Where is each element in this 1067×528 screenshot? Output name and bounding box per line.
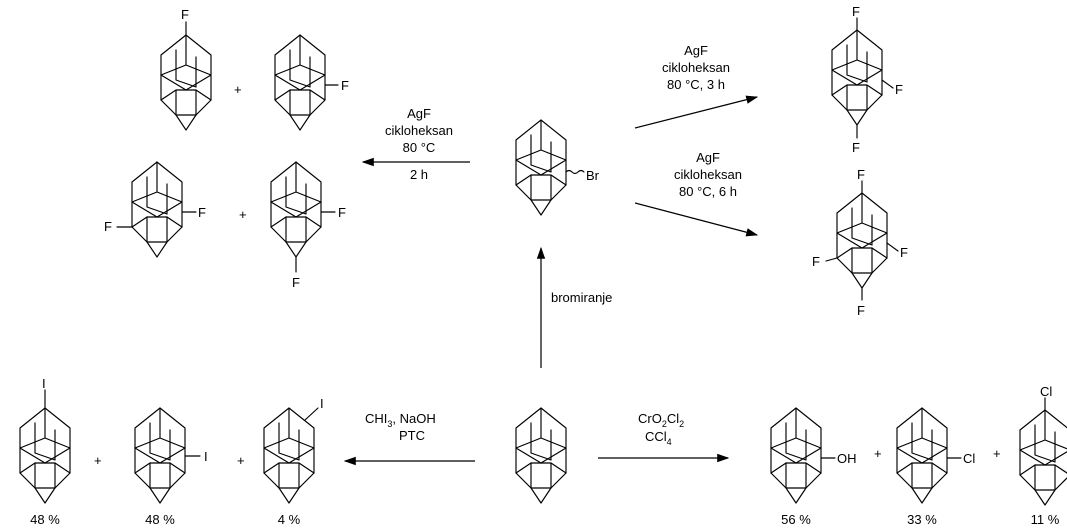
fluorine-label: F (181, 7, 189, 22)
reagent-label: AgF (684, 43, 708, 58)
fluorine-label: F (338, 205, 346, 220)
product-chloro-2: Cl 11 % (1019, 384, 1067, 527)
arrow-bromination: bromiranje (536, 246, 612, 368)
plus-sign: + (874, 446, 882, 461)
fluorine-label: F (852, 4, 860, 19)
yield-label: 4 % (278, 512, 301, 527)
bromodiamantane: Br (515, 119, 600, 216)
fluorine-label: F (104, 219, 112, 234)
product-difluoro-2: F F (270, 161, 346, 290)
chlorine-label: Cl (1040, 384, 1052, 399)
bromine-label: Br (586, 168, 600, 183)
plus-sign: + (239, 207, 247, 222)
hydroxy-label: OH (837, 451, 857, 466)
plus-sign: + (234, 82, 242, 97)
product-iodo-2: I 48 % (134, 407, 208, 527)
solvent-label: cikloheksan (662, 60, 730, 75)
product-hydroxy: OH 56 % (770, 407, 857, 527)
plus-sign: + (237, 453, 245, 468)
reagent-label: AgF (407, 106, 431, 121)
time-label: 2 h (410, 167, 428, 182)
arrow-oxidation: CrO2Cl2 CCl4 (598, 411, 730, 463)
product-difluoro-1: F F (104, 161, 206, 258)
arrow-iodination: CHI3, NaOH PTC (343, 411, 475, 466)
fluorine-label: F (341, 78, 349, 93)
iodine-label: I (42, 376, 46, 391)
catalyst-label: PTC (399, 428, 425, 443)
temperature-label: 80 °C (403, 140, 436, 155)
conditions-label: 80 °C, 3 h (667, 77, 725, 92)
chlorine-label: Cl (963, 451, 975, 466)
fluorine-label: F (857, 303, 865, 318)
plus-sign: + (94, 453, 102, 468)
product-tetrafluoro: F F F F (812, 167, 908, 318)
yield-label: 11 % (1031, 512, 1060, 527)
product-monofluoro-1: F (160, 7, 212, 131)
yield-label: 48 % (30, 512, 60, 527)
fluorine-label: F (198, 205, 206, 220)
bromination-label: bromiranje (551, 290, 612, 305)
fluorine-label: F (292, 275, 300, 290)
yield-label: 33 % (907, 512, 937, 527)
reagent-label: AgF (696, 150, 720, 165)
solvent-label: CCl4 (645, 429, 672, 447)
product-iodo-1: I 48 % (19, 376, 71, 527)
product-trifluoro: F F F (831, 4, 903, 155)
plus-sign: + (993, 446, 1001, 461)
solvent-label: cikloheksan (674, 167, 742, 182)
fluorine-label: F (852, 140, 860, 155)
arrow-fluorination-left: AgF cikloheksan 80 °C 2 h (361, 106, 470, 182)
iodine-label: I (320, 396, 324, 411)
fluorine-label: F (895, 82, 903, 97)
fluorine-label: F (812, 254, 820, 269)
product-monofluoro-2: F (274, 34, 349, 131)
product-chloro-1: Cl 33 % (896, 407, 975, 527)
arrow-fluorination-right-lower: AgF cikloheksan 80 °C, 6 h (634, 150, 759, 237)
arrow-fluorination-right-upper: AgF cikloheksan 80 °C, 3 h (634, 43, 759, 129)
diamantane (515, 407, 567, 504)
solvent-label: cikloheksan (385, 123, 453, 138)
product-iodo-3: I 4 % (263, 396, 324, 527)
conditions-label: 80 °C, 6 h (679, 184, 737, 199)
fluorine-label: F (857, 167, 865, 182)
iodination-reagent-label: CHI3, NaOH (365, 411, 436, 429)
oxidation-reagent-label: CrO2Cl2 (638, 411, 684, 429)
yield-label: 48 % (145, 512, 175, 527)
yield-label: 56 % (781, 512, 811, 527)
fluorine-label: F (900, 245, 908, 260)
iodine-label: I (204, 449, 208, 464)
